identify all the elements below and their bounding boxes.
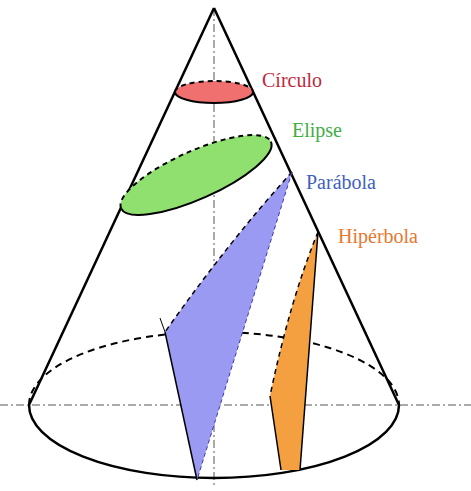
parabola-curve xyxy=(165,172,292,332)
parabola-edge xyxy=(165,332,197,480)
hyperbola-edge xyxy=(300,232,318,470)
hyperbola-section xyxy=(270,232,318,470)
section-label: Parábola xyxy=(306,170,376,194)
parabola-section xyxy=(165,172,292,480)
circle-back-edge xyxy=(175,81,253,92)
hyperbola-edge xyxy=(270,396,281,470)
hyperbola-curve xyxy=(270,232,318,396)
section-label: Círculo xyxy=(262,68,322,92)
section-label: Hipérbola xyxy=(338,224,418,248)
ellipse-back-edge xyxy=(111,120,271,209)
section-label: Elipse xyxy=(292,118,342,142)
horizontal-axis xyxy=(0,405,471,406)
circle-section xyxy=(175,81,253,103)
circle-front-edge xyxy=(175,92,253,103)
tick xyxy=(160,318,165,332)
